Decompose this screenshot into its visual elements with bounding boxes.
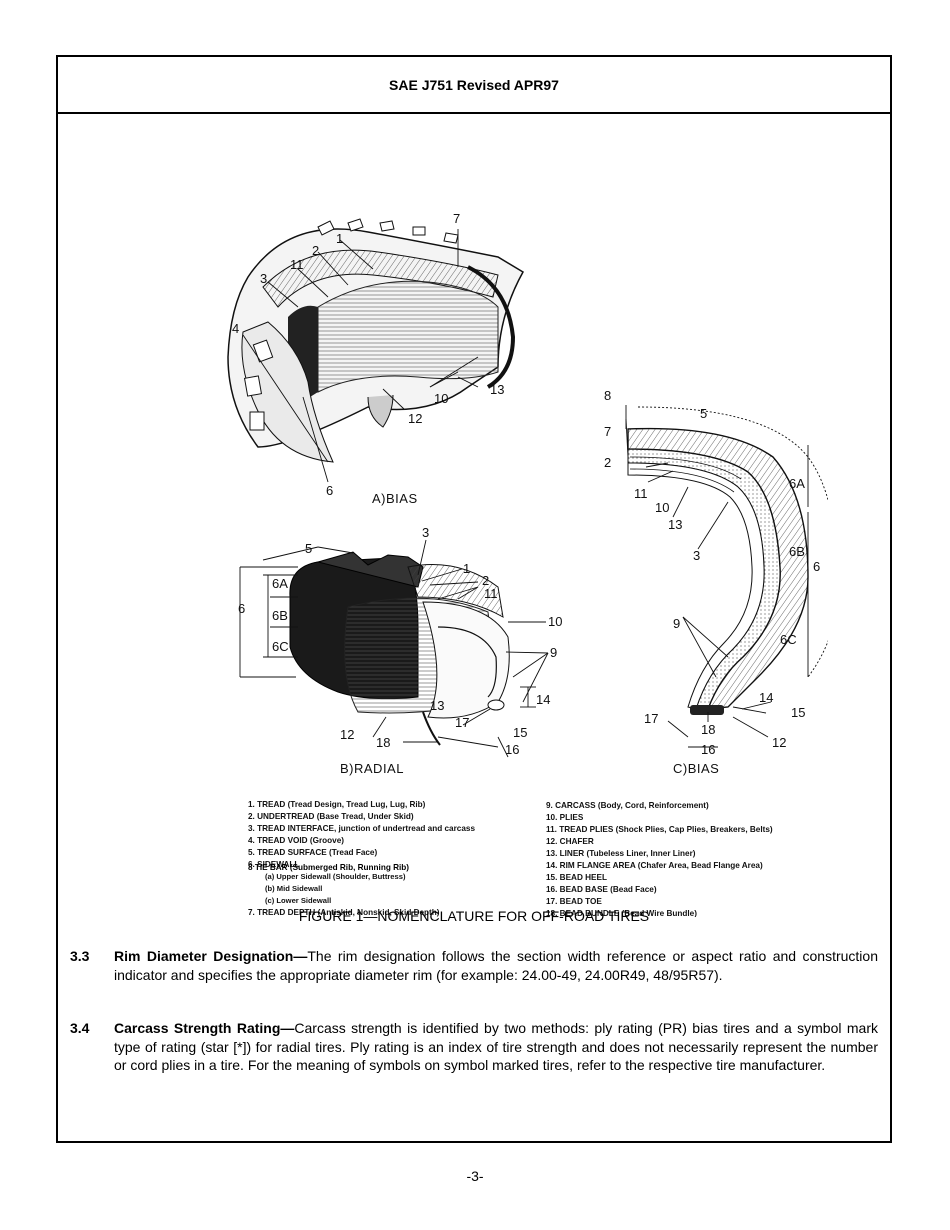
callout-16: 16 <box>505 742 519 757</box>
radial-b-caption: B)RADIAL <box>340 761 404 776</box>
section-body: Carcass Strength Rating—Carcass strength… <box>114 1019 878 1075</box>
callout-13: 13 <box>430 698 444 713</box>
legend-item-13: 13. LINER (Tubeless Liner, Inner Liner) <box>546 849 696 858</box>
legend-item-6b: (b) Mid Sidewall <box>265 884 322 893</box>
callout-6a: 6A <box>272 576 288 591</box>
callout-11: 11 <box>634 486 648 501</box>
legend-item-6: 6. SIDEWALL <box>248 860 299 869</box>
callout-6b: 6B <box>272 608 288 623</box>
legend-item-2: 2. UNDERTREAD (Base Tread, Under Skid) <box>248 812 414 821</box>
callout-10: 10 <box>434 391 448 406</box>
section-term: Rim Diameter Designation— <box>114 948 308 964</box>
bias-a-caption: A)BIAS <box>372 491 418 506</box>
section-text: Carcass strength is identified by two me… <box>114 1020 878 1073</box>
callout-15: 15 <box>513 725 527 740</box>
callout-1: 1 <box>463 561 470 576</box>
section-3-4: 3.4 Carcass Strength Rating—Carcass stre… <box>70 1019 878 1075</box>
bias-c-callouts: 8 5 7 2 11 10 13 3 6A 6B 6 9 6C 14 15 17… <box>604 388 820 776</box>
section-term: Carcass Strength Rating— <box>114 1020 295 1036</box>
callout-14: 14 <box>536 692 550 707</box>
legend-item-3: 3. TREAD INTERFACE, junction of undertre… <box>248 824 475 833</box>
legend-item-1: 1. TREAD (Tread Design, Tread Lug, Lug, … <box>248 800 426 809</box>
callout-14: 14 <box>759 690 773 705</box>
callout-6: 6 <box>813 559 820 574</box>
bias-c-caption: C)BIAS <box>673 761 719 776</box>
callout-3: 3 <box>260 271 267 286</box>
legend-item-14: 14. RIM FLANGE AREA (Chafer Area, Bead F… <box>546 861 763 870</box>
document-title: SAE J751 Revised APR97 <box>389 76 559 93</box>
bias-a-leader-lines <box>242 229 479 483</box>
callout-10: 10 <box>548 614 562 629</box>
callout-4: 4 <box>232 321 239 336</box>
callout-11: 11 <box>290 257 304 272</box>
callout-13: 13 <box>490 382 504 397</box>
bias-a-callouts: 7 1 2 11 3 4 10 12 13 6 A)BIAS <box>232 211 504 506</box>
legend-item-12: 12. CHAFER <box>546 837 594 846</box>
legend-item-4: 4. TREAD VOID (Groove) <box>248 836 344 845</box>
callout-18: 18 <box>701 722 715 737</box>
callout-3: 3 <box>693 548 700 563</box>
page-number: -3- <box>466 1168 484 1184</box>
figure-caption: FIGURE 1—NOMENCLATURE FOR OFF-ROAD TIRES <box>298 908 650 924</box>
callout-9: 9 <box>673 616 680 631</box>
legend-item-15: 15. BEAD HEEL <box>546 873 607 882</box>
legend-left: 1. TREAD (Tread Design, Tread Lug, Lug, … <box>248 800 475 917</box>
callout-18: 18 <box>376 735 390 750</box>
callout-2: 2 <box>604 455 611 470</box>
legend-item-5: 5. TREAD SURFACE (Tread Face) <box>248 848 377 857</box>
callout-1: 1 <box>336 231 343 246</box>
section-body: Rim Diameter Designation—The rim designa… <box>114 947 878 984</box>
legend-item-10: 10. PLIES <box>546 813 584 822</box>
legend-item-11: 11. TREAD PLIES (Shock Plies, Cap Plies,… <box>546 825 773 834</box>
callout-6: 6 <box>326 483 333 498</box>
bias-c-leader-lines <box>625 405 809 748</box>
callout-2: 2 <box>312 243 319 258</box>
page-frame: SAE J751 Revised APR97 <box>56 55 892 1143</box>
callout-15: 15 <box>791 705 805 720</box>
radial-cutaway-drawing <box>289 551 510 746</box>
callout-5: 5 <box>305 541 312 556</box>
legend-item-8: 8 TIE BAR (Submerged Rib, Running Rib) <box>248 863 410 872</box>
callout-12: 12 <box>772 735 786 750</box>
callout-10: 10 <box>655 500 669 515</box>
legend-item-16: 16. BEAD BASE (Bead Face) <box>546 885 657 894</box>
callout-6c: 6C <box>272 639 289 654</box>
callout-6b: 6B <box>789 544 805 559</box>
callout-7: 7 <box>453 211 460 226</box>
callout-6c: 6C <box>780 632 797 647</box>
legend-item-9: 9. CARCASS (Body, Cord, Reinforcement) <box>546 801 709 810</box>
bias-cross-section-drawing <box>627 406 839 715</box>
section-text: The rim designation follows the section … <box>114 948 878 983</box>
callout-11: 11 <box>484 586 498 601</box>
callout-5: 5 <box>700 406 707 421</box>
radial-b-leader-lines <box>239 539 549 758</box>
legend-item-17: 17. BEAD TOE <box>546 897 602 906</box>
callout-8: 8 <box>604 388 611 403</box>
legend-right: 9. CARCASS (Body, Cord, Reinforcement) 1… <box>546 801 773 918</box>
callout-9: 9 <box>550 645 557 660</box>
callout-12: 12 <box>408 411 422 426</box>
callout-2: 2 <box>482 573 489 588</box>
radial-b-callouts: 5 3 1 2 11 6A 6 6B 6C 10 9 14 13 17 15 1… <box>238 525 562 776</box>
tire-illustration: 7 1 2 11 3 4 10 12 13 6 A)BIAS <box>227 211 839 918</box>
callout-17: 17 <box>455 715 469 730</box>
callout-12: 12 <box>340 727 354 742</box>
section-number: 3.3 <box>70 948 90 964</box>
legend-item-6a: (a) Upper Sidewall (Shoulder, Buttress) <box>265 872 406 881</box>
tire-nomenclature-figure: 7 1 2 11 3 4 10 12 13 6 A)BIAS <box>168 157 839 918</box>
callout-7: 7 <box>604 424 611 439</box>
legend-item-7: 7. TREAD DEPTH (Antiskid, Nonskid, Skid … <box>248 908 440 917</box>
callout-16: 16 <box>701 742 715 757</box>
document-header: SAE J751 Revised APR97 <box>58 57 890 114</box>
callout-6: 6 <box>238 601 245 616</box>
callout-6a: 6A <box>789 476 805 491</box>
bias-cutaway-drawing <box>227 218 525 463</box>
legend-item-18: 18. BEAD BUNDLE (Bead Wire Bundle) <box>546 909 697 917</box>
callout-3: 3 <box>422 525 429 540</box>
callout-17: 17 <box>644 711 658 726</box>
section-3-3: 3.3 Rim Diameter Designation—The rim des… <box>70 947 878 984</box>
callout-13: 13 <box>668 517 682 532</box>
section-number: 3.4 <box>70 1020 90 1036</box>
legend-item-6c: (c) Lower Sidewall <box>265 896 331 905</box>
